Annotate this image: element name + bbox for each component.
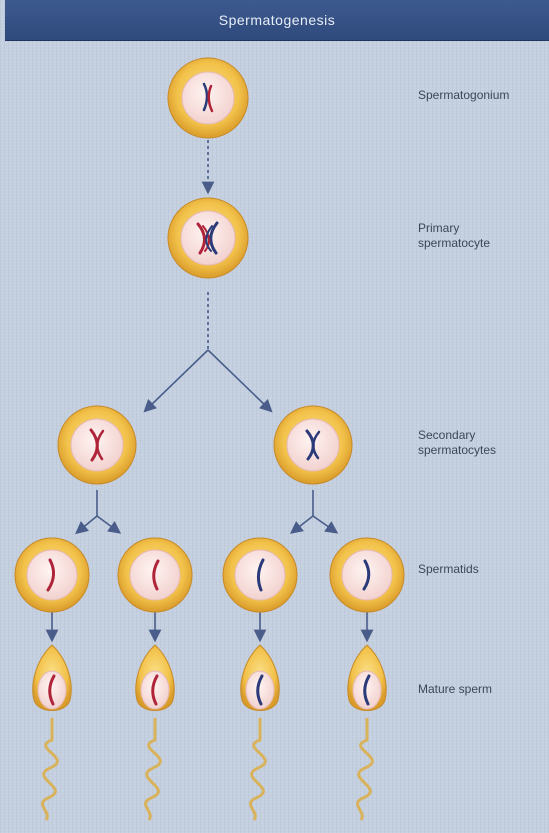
- cell-primary-spermatocyte: [168, 198, 248, 278]
- cell-secondary-spermatocyte-right: [274, 406, 352, 484]
- stage-label-primary-spermatocyte: Primary spermatocyte: [418, 221, 490, 251]
- sperm-tail: [358, 718, 373, 820]
- mature-sperm-1: [33, 645, 71, 820]
- mature-sperm-3: [241, 645, 279, 820]
- sperm-tail: [43, 718, 58, 820]
- mature-sperm-2: [136, 645, 174, 820]
- cell-spermatid-3: [223, 538, 297, 612]
- arrow-to-spermatid-3: [295, 516, 313, 530]
- stage-label-spermatids: Spermatids: [418, 562, 479, 577]
- arrow-to-spermatid-2: [97, 516, 116, 530]
- sperm-tail: [251, 718, 266, 820]
- stage-label-secondary-spermatocytes: Secondary spermatocytes: [418, 428, 496, 458]
- cell-spermatid-4: [330, 538, 404, 612]
- cell-spermatid-2: [118, 538, 192, 612]
- arrow-to-spermatid-1: [80, 516, 97, 530]
- arrow-to-secondary-left: [148, 350, 208, 408]
- mature-sperm-4: [348, 645, 386, 820]
- arrow-to-spermatid-4: [313, 516, 333, 530]
- cell-spermatid-1: [15, 538, 89, 612]
- cell-spermatogonium: [168, 58, 248, 138]
- arrow-to-secondary-right: [208, 350, 268, 408]
- stage-label-spermatogonium: Spermatogonium: [418, 88, 509, 103]
- stage-label-mature-sperm: Mature sperm: [418, 682, 492, 697]
- cell-secondary-spermatocyte-left: [58, 406, 136, 484]
- sperm-tail: [146, 718, 161, 820]
